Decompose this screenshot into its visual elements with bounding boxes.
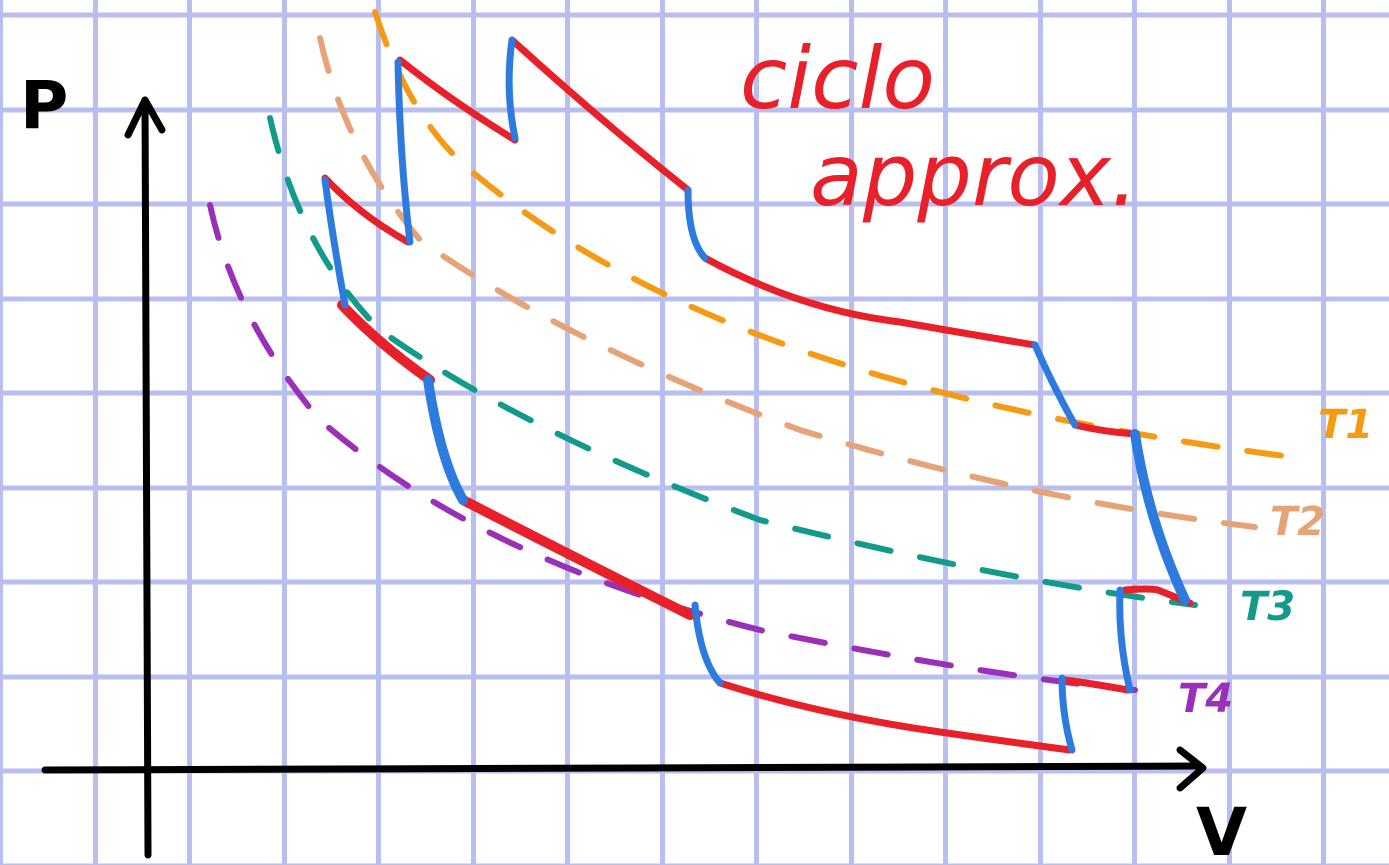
cycle-bottom-right-step [1061, 676, 1132, 694]
cycle-upper-left-2-segment [396, 56, 519, 144]
isotherm-t3-label: T3 [1240, 584, 1295, 630]
x-axis-arrowhead [1176, 746, 1207, 792]
cycle-right-step-segment [1071, 421, 1139, 438]
cycle-blue-7 [1130, 429, 1190, 605]
x-axis-label: V [1196, 794, 1247, 865]
isotherm-t1-label: T1 [1318, 402, 1373, 448]
diagram-title-line1: ciclo [740, 29, 935, 129]
diagram-title-line2: approx. [810, 126, 1138, 226]
isotherm-t3-curve [267, 115, 1198, 608]
cycle-blue-5 [684, 186, 709, 262]
cycle-blue-9 [691, 601, 724, 687]
y-axis-arrowhead [124, 96, 166, 139]
isotherm-t2-curve [317, 35, 1258, 530]
cycle-upper-right-segment [701, 254, 1039, 349]
cycle-blue-2 [394, 58, 414, 246]
cycle-upper-left-segment [321, 174, 412, 246]
isotherm-t4-curve [207, 202, 1138, 693]
cycle-blue-10 [1058, 674, 1076, 754]
x-axis-line [41, 762, 1204, 774]
cycle-blue-segments [321, 36, 1190, 754]
axes [41, 96, 1207, 859]
cycle-blue-4 [423, 375, 468, 505]
cycle-red-segments [321, 36, 1194, 754]
cycle-blue-1 [505, 36, 519, 142]
cycle-blue-8 [1116, 586, 1134, 694]
cycle-mid-left-segment [337, 300, 435, 385]
cycle-bottom-segment [716, 679, 1074, 754]
cycle-right-low-segment [1121, 585, 1194, 607]
isotherm-t2-label: T2 [1270, 499, 1325, 545]
cycle-blue-6 [1031, 341, 1079, 429]
y-axis-label: P [20, 67, 68, 144]
cycle-lower-left-segment [458, 495, 695, 620]
y-axis-line [141, 96, 152, 859]
cycle-blue-3 [321, 176, 349, 309]
isotherm-t4-label: T4 [1178, 676, 1233, 722]
cycle-top-segment [508, 36, 692, 194]
